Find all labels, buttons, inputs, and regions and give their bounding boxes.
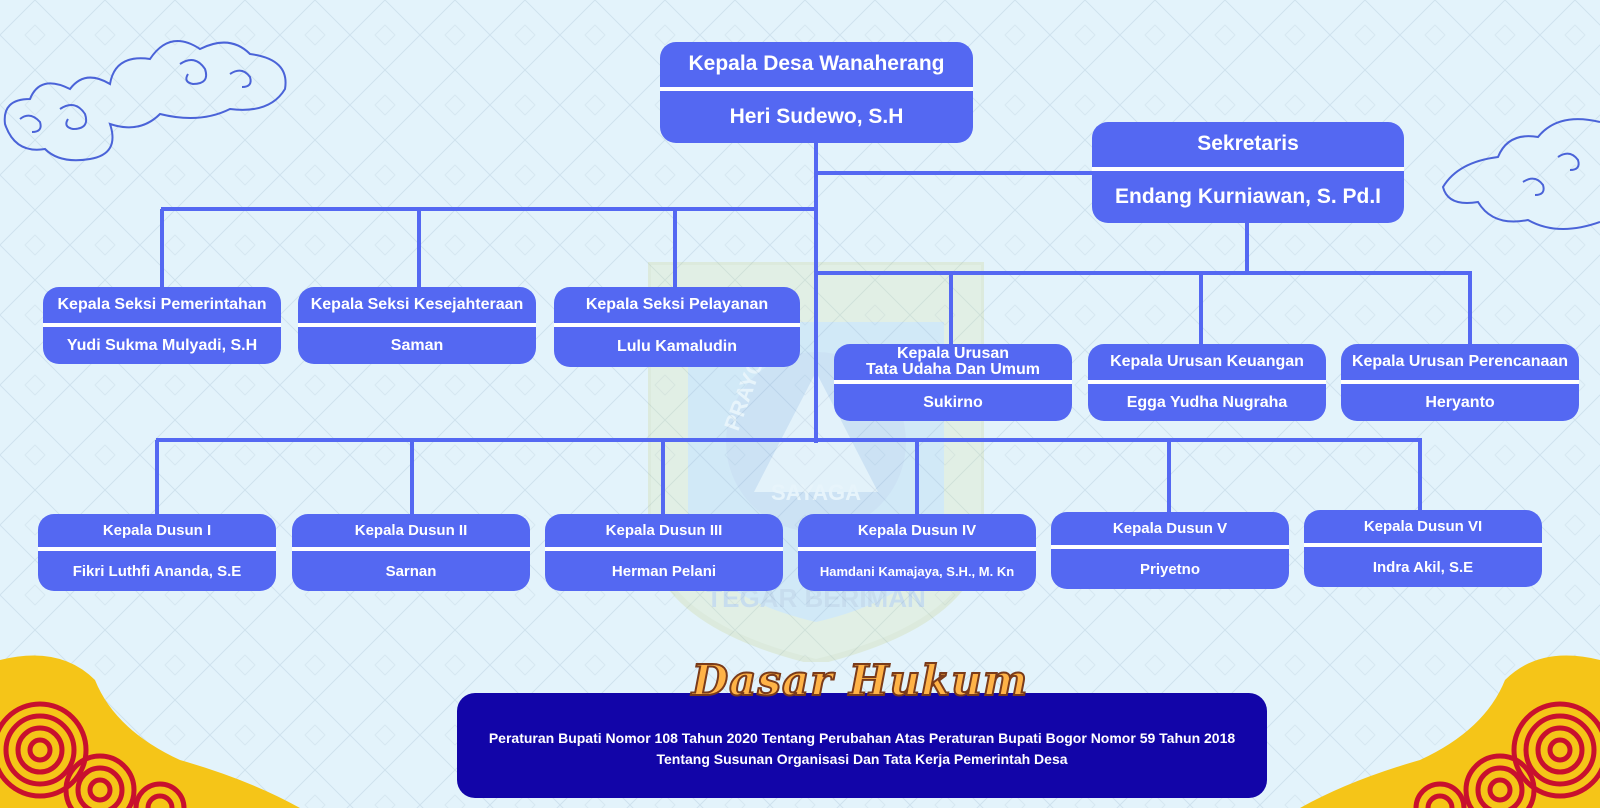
- hamlet-title: Kepala Dusun VI: [1363, 517, 1483, 535]
- affairs-title: Kepala Urusan Perencanaan: [1351, 352, 1569, 370]
- affairs-name: Sukirno: [923, 393, 983, 411]
- hamlet-name: Hamdani Kamajaya, S.H., M. Kn: [819, 563, 1015, 579]
- affairs-box-administration: Kepala Urusan Tata Udaha Dan Umum Sukirn…: [834, 344, 1072, 421]
- section-title: Kepala Seksi Pemerintahan: [57, 295, 267, 313]
- hamlet-title: Kepala Dusun I: [102, 521, 212, 539]
- cloud-ornament-icon: [3, 40, 287, 162]
- hamlet-title: Kepala Dusun II: [354, 521, 468, 539]
- head-name: Heri Sudewo, S.H: [729, 105, 904, 128]
- section-name: Saman: [390, 336, 444, 354]
- legal-basis-title: Dasar Hukum: [691, 655, 1029, 706]
- affairs-name: Heryanto: [1425, 393, 1495, 411]
- section-name: Yudi Sukma Mulyadi, S.H: [66, 336, 258, 354]
- legal-basis-box: Peraturan Bupati Nomor 108 Tahun 2020 Te…: [457, 693, 1267, 798]
- hamlet-title: Kepala Dusun III: [605, 521, 723, 539]
- hamlet-title: Kepala Dusun IV: [857, 521, 977, 539]
- hamlet-title: Kepala Dusun V: [1112, 519, 1228, 537]
- head-of-village-box: Kepala Desa Wanaherang Heri Sudewo, S.H: [660, 42, 973, 143]
- hamlet-name: Priyetno: [1139, 560, 1200, 578]
- wave-ornament-icon: [1300, 655, 1600, 808]
- affairs-title: Kepala Urusan Tata Udaha Dan Umum: [834, 344, 1072, 380]
- head-title: Kepala Desa Wanaherang: [688, 52, 945, 76]
- hamlet-name: Indra Akil, S.E: [1372, 558, 1474, 576]
- affairs-name: Egga Yudha Nugraha: [1126, 393, 1288, 411]
- hamlet-box-1: Kepala Dusun I Fikri Luthfi Ananda, S.E: [38, 514, 276, 591]
- hamlet-box-3: Kepala Dusun III Herman Pelani: [545, 514, 783, 591]
- section-box-service: Kepala Seksi Pelayanan Lulu Kamaludin: [554, 287, 800, 367]
- legal-basis-text-line2: Tentang Susunan Organisasi Dan Tata Kerj…: [656, 750, 1068, 767]
- affairs-title-line1: Kepala Urusan: [896, 345, 1010, 362]
- legal-basis-text-line1: Peraturan Bupati Nomor 108 Tahun 2020 Te…: [488, 729, 1236, 746]
- hamlet-name: Herman Pelani: [611, 562, 717, 580]
- hamlet-name: Fikri Luthfi Ananda, S.E: [72, 562, 242, 580]
- section-box-government: Kepala Seksi Pemerintahan Yudi Sukma Mul…: [43, 287, 281, 364]
- hamlet-box-5: Kepala Dusun V Priyetno: [1051, 512, 1289, 589]
- secretary-title: Sekretaris: [1197, 132, 1299, 156]
- section-title: Kepala Seksi Kesejahteraan: [310, 295, 524, 313]
- affairs-title-line2: Tata Udaha Dan Umum: [866, 361, 1040, 378]
- affairs-box-planning: Kepala Urusan Perencanaan Heryanto: [1341, 344, 1579, 421]
- secretary-name: Endang Kurniawan, S. Pd.I: [1114, 185, 1382, 208]
- section-box-welfare: Kepala Seksi Kesejahteraan Saman: [298, 287, 536, 364]
- emblem-text-mid: SAYAGA: [771, 480, 861, 505]
- section-name: Lulu Kamaludin: [617, 338, 737, 355]
- hamlet-name: Sarnan: [385, 562, 437, 580]
- section-title: Kepala Seksi Pelayanan: [585, 295, 769, 313]
- affairs-title: Kepala Urusan Keuangan: [1110, 352, 1304, 370]
- cloud-ornament-icon: [1441, 118, 1600, 231]
- secretary-box: Sekretaris Endang Kurniawan, S. Pd.I: [1092, 122, 1404, 223]
- hamlet-box-6: Kepala Dusun VI Indra Akil, S.E: [1304, 510, 1542, 587]
- wave-ornament-icon: [0, 655, 300, 808]
- hamlet-box-4: Kepala Dusun IV Hamdani Kamajaya, S.H., …: [798, 514, 1036, 591]
- affairs-box-finance: Kepala Urusan Keuangan Egga Yudha Nugrah…: [1088, 344, 1326, 421]
- hamlet-box-2: Kepala Dusun II Sarnan: [292, 514, 530, 591]
